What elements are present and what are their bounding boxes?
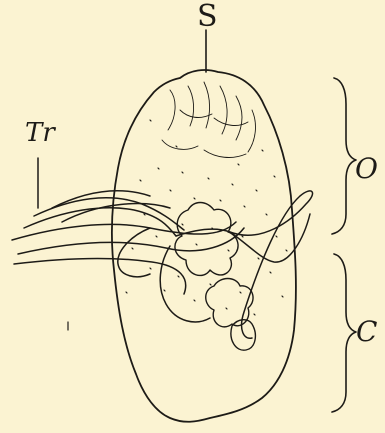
label-c: C [356,318,377,346]
brace-o [332,78,356,234]
flagella-bundle [12,191,313,339]
label-tr: Tr [25,120,55,146]
label-o: O [355,155,378,183]
stipple-dots [126,120,287,315]
brace-c [332,254,356,412]
label-s: S [197,2,218,32]
vacuole-lobe-1 [175,203,238,276]
